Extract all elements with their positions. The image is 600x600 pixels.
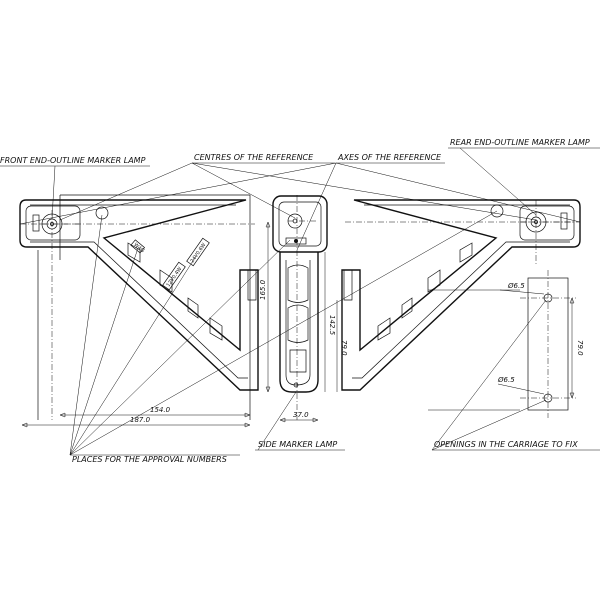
dim-hole-top: Ø6.5 bbox=[507, 282, 525, 290]
dim-37: 37.0 bbox=[293, 411, 309, 419]
label-front-lamp: FRONT END-OUTLINE MARKER LAMP bbox=[0, 156, 146, 165]
dim-79-side: 79.0 bbox=[340, 340, 348, 356]
front-marker-lamp-drawing: W4G 24V0.6W 12V0.4W 154.0 187.0 bbox=[19, 194, 259, 428]
label-axes: AXES OF THE REFERENCE bbox=[337, 153, 442, 162]
dim-79-holes: 79.0 bbox=[576, 340, 584, 356]
dim-hole-bottom: Ø6.5 bbox=[497, 376, 515, 384]
rear-marker-lamp-drawing bbox=[341, 199, 581, 391]
label-rear-lamp: REAR END-OUTLINE MARKER LAMP bbox=[450, 138, 590, 147]
label-centres: CENTRES OF THE REFERENCE bbox=[194, 153, 314, 162]
side-marker-lamp-drawing: 165.0 142.5 79.0 37.0 bbox=[259, 195, 348, 423]
leader-lines bbox=[0, 147, 600, 456]
dim-165: 165.0 bbox=[259, 279, 267, 300]
label-places: PLACES FOR THE APPROVAL NUMBERS bbox=[72, 455, 227, 464]
dim-142: 142.5 bbox=[328, 315, 336, 336]
carriage-openings-drawing: Ø6.5 Ø6.5 79.0 bbox=[428, 270, 584, 418]
label-openings: OPENINGS IN THE CARRIAGE TO FIX bbox=[434, 440, 578, 449]
label-side-lamp: SIDE MARKER LAMP bbox=[258, 440, 337, 449]
dim-187: 187.0 bbox=[130, 416, 151, 424]
dim-154: 154.0 bbox=[150, 406, 171, 414]
